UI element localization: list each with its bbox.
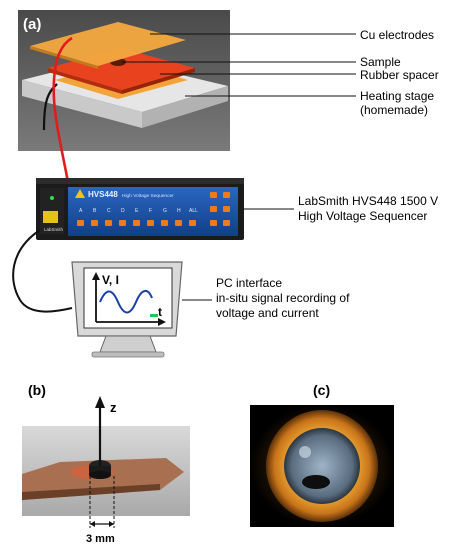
- pc-cable: [12, 229, 73, 313]
- scale-label: 3 mm: [86, 533, 115, 545]
- label-rubber-spacer: Rubber spacer: [360, 68, 439, 82]
- panel-b-photo: [22, 426, 190, 516]
- svg-text:B: B: [93, 208, 97, 214]
- monitor-led: [150, 314, 158, 317]
- heating-stage-front: [22, 80, 142, 128]
- label-heating-stage-1: Heating stage: [360, 89, 434, 103]
- top-electrode: [30, 22, 186, 66]
- svg-text:G: G: [163, 208, 167, 214]
- panel-label-a: (a): [23, 16, 41, 33]
- pc-monitor: V, I t: [71, 261, 183, 358]
- svg-text:C: C: [107, 208, 111, 214]
- monitor-stand: [99, 335, 157, 353]
- svg-text:H: H: [177, 208, 181, 214]
- svg-text:LabSmith: LabSmith: [44, 227, 64, 232]
- channel-labels: A B C D E F G H ALL: [79, 208, 198, 214]
- channel-buttons: [77, 192, 230, 226]
- label-sample: Sample: [360, 55, 401, 69]
- panel-label-c: (c): [313, 382, 330, 398]
- label-pc-2: in-situ signal recording of: [216, 291, 350, 305]
- warning-icon: [75, 189, 85, 198]
- device-subtitle: High Voltage Sequencer: [122, 193, 174, 199]
- device-model: HVS448: [88, 190, 118, 199]
- label-pc-1: PC interface: [216, 276, 282, 290]
- signal-wave: [99, 290, 153, 314]
- label-pc-3: voltage and current: [216, 306, 319, 320]
- dark-spot: [302, 475, 330, 489]
- label-sequencer-1: LabSmith HVS448 1500 V: [298, 194, 438, 208]
- sequencer-device: LabSmith HVS448 High Voltage Sequencer A…: [36, 178, 244, 240]
- power-led: [50, 196, 54, 200]
- svg-text:E: E: [135, 208, 139, 214]
- panel-a-render: (a): [18, 10, 230, 151]
- label-cu-electrodes: Cu electrodes: [360, 28, 434, 42]
- sequencer-panel: [68, 187, 238, 236]
- svg-text:D: D: [121, 208, 125, 214]
- label-sequencer-2: High Voltage Sequencer: [298, 209, 427, 223]
- y-axis-label: V, I: [102, 273, 119, 287]
- red-wire: [52, 36, 73, 183]
- svg-text:F: F: [149, 208, 152, 214]
- sample-surface: [284, 428, 360, 504]
- svg-text:ALL: ALL: [189, 208, 198, 214]
- x-axis-label: t: [158, 305, 162, 319]
- panel-c-photo: [250, 405, 394, 527]
- label-heating-stage-2: (homemade): [360, 103, 428, 117]
- labsmith-logo: [43, 211, 58, 223]
- leader-lines-a: [122, 33, 356, 97]
- z-axis-label: z: [110, 400, 117, 415]
- svg-text:A: A: [79, 208, 83, 214]
- panel-label-b: (b): [28, 382, 46, 398]
